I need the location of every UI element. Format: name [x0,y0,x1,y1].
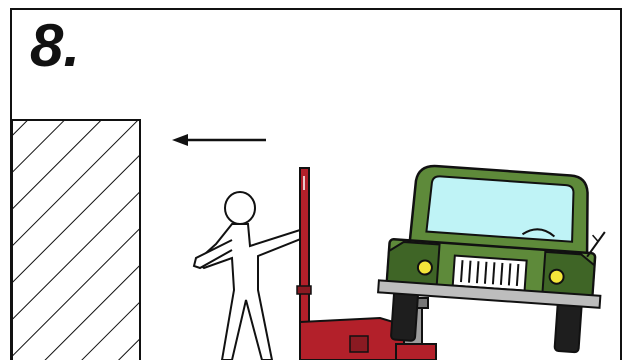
left-arrow-icon [172,134,266,146]
jeep-vehicle [375,163,609,354]
hatched-wall [12,120,140,360]
person-figure [194,192,303,360]
